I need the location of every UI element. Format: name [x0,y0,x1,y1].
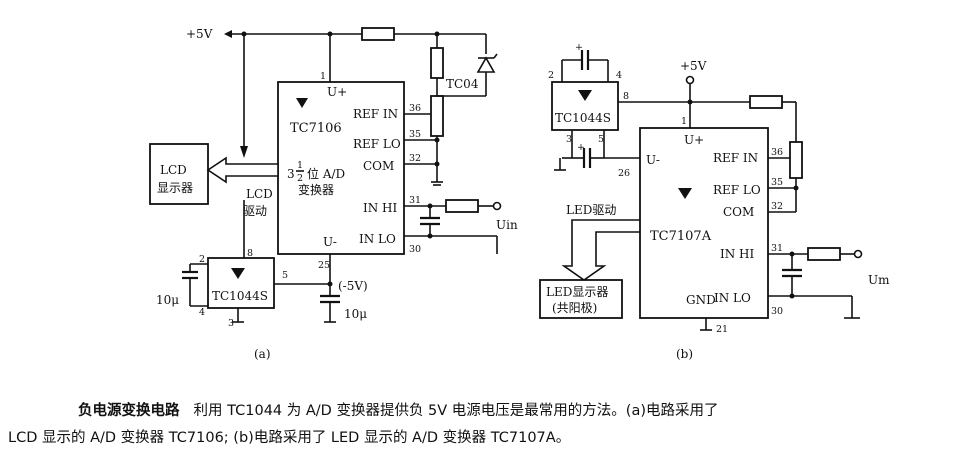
a-pin-30: 30 [409,244,421,255]
a-pin-uminus: U- [323,235,337,249]
a-pin-36: 36 [409,103,421,114]
circuit-a: +5V 1 TC04 U+ TC7106 [149,27,518,361]
b-chip-name: TC7107A [650,229,712,244]
a-pin-inhi: IN HI [363,201,398,215]
figure-caption: 负电源变换电路利用 TC1044 为 A/D 变换器提供负 5V 电源电压是最常… [8,398,973,452]
b-pin-30: 30 [771,306,783,317]
a-conv-pin-5: 5 [282,270,288,281]
b-conv-pin-2: 2 [548,70,554,81]
b-conv-pin-3: 3 [566,134,572,145]
a-display-line2: 显示器 [157,181,193,195]
a-pin-35: 35 [409,129,421,140]
b-pin-36: 36 [771,147,783,158]
b-cap-plus: + [575,42,583,53]
a-resistor-ref [430,47,444,79]
a-converter-chip [207,257,275,309]
b-resistor-top [749,95,783,109]
b-pin-35: 35 [771,177,783,188]
b-conv-pin-4: 4 [616,70,622,81]
b-pin-uplus: U+ [684,133,704,147]
a-input-resistor [445,199,479,213]
a-desc-frac-num: 1 [297,160,303,171]
b-potentiometer [789,141,803,179]
b-pin-gnd: GND [686,293,716,307]
a-pin-1: 1 [320,71,326,82]
b-pin-1: 1 [681,116,687,127]
a-cap-right: 10μ [344,307,367,321]
a-conv-pin-8: 8 [247,248,253,259]
a-potentiometer [430,95,444,137]
a-conv-pin-4: 4 [199,307,205,318]
b-sub-label: (b) [676,347,693,361]
b-supply-label: +5V [680,59,707,73]
a-desc-line1: 位 A/D [307,166,345,181]
b-pin-refin: REF IN [713,151,758,165]
caption-title: 负电源变换电路 [78,403,180,419]
a-pin-com: COM [363,159,394,173]
a-drive-line2: 驱动 [243,204,267,218]
a-resistor-top [361,27,395,41]
b-converter-name: TC1044S [555,111,611,125]
a-lcd-display [149,143,209,205]
b-pin-31: 31 [771,243,783,254]
a-desc-line2: 变换器 [298,182,334,197]
b-pin-com: COM [723,205,754,219]
a-input-terminal [492,201,502,211]
a-pin-32: 32 [409,153,421,164]
b-display-line1: LED显示器 [546,285,608,299]
a-pin-31: 31 [409,195,421,206]
a-pin-inlo: IN LO [359,232,396,246]
b-pin-32: 32 [771,201,783,212]
a-chip-marker [296,98,308,108]
a-supply-arrow [224,30,232,38]
caption-line2: LCD 显示的 A/D 变换器 TC7106; (b)电路采用了 LED 显示的… [8,430,571,446]
a-zener-label: TC04 [446,77,479,91]
b-pin-inlo: IN LO [714,291,751,305]
a-pin-25: 25 [318,260,330,271]
a-pin-uplus: U+ [327,85,347,99]
a-converter-name: TC1044S [212,289,268,303]
b-led-display [539,279,623,319]
b-drive-label: LED驱动 [566,203,616,217]
a-pin-reflo: REF LO [353,137,401,151]
b-adc-chip [639,127,769,319]
b-input-terminal [853,249,863,259]
b-display-line2: (共阳极) [552,301,597,315]
b-pin-26: 26 [618,168,630,179]
b-input-resistor [807,247,841,261]
a-drive-line1: LCD [246,187,273,201]
b-pin-inhi: IN HI [720,247,755,261]
b-pin-reflo: REF LO [713,183,761,197]
a-neg-supply: (-5V) [338,279,368,293]
a-chip-name: TC7106 [290,121,342,136]
a-input-label: Uin [496,218,518,232]
a-display-line1: LCD [160,163,187,177]
a-adc-chip [277,81,405,255]
a-drive-arrow [206,156,279,184]
b-cap2-plus: + [577,142,585,153]
b-pin-uminus: U- [646,153,660,167]
a-zener-diode [476,56,496,73]
a-desc-frac-den: 2 [297,173,303,184]
a-cap-left: 10μ [156,293,179,307]
caption-line1: 利用 TC1044 为 A/D 变换器提供负 5V 电源电压是最常用的方法。(a… [193,403,719,419]
a-desc-digits: 3 [287,167,295,181]
a-conv-pin-2: 2 [199,254,205,265]
a-supply-label: +5V [186,27,213,41]
circuit-b: TC1044S 2 4 + 8 +5V 3 5 + [539,42,890,361]
b-input-label: Um [868,273,890,287]
a-conv-pin-3: 3 [228,318,234,329]
b-conv-pin-5: 5 [598,134,604,145]
a-pin-refin: REF IN [353,107,398,121]
b-conv-pin-8: 8 [623,91,629,102]
b-pin-21: 21 [716,324,728,335]
a-sub-label: (a) [254,347,271,361]
